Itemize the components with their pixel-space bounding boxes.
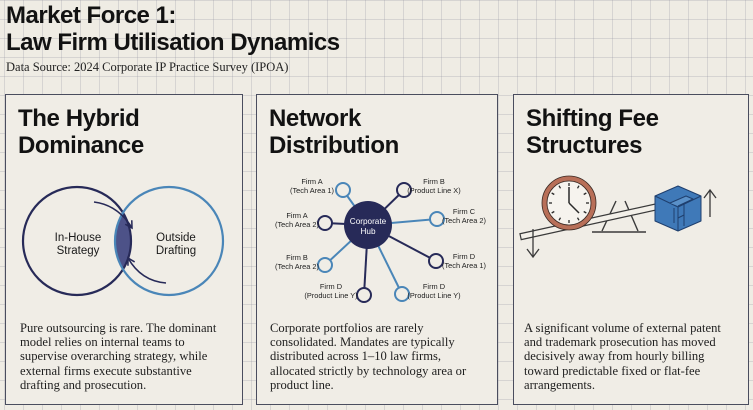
firm-node [317,257,333,273]
panel-body-text: Pure outsourcing is rare. The dominant m… [20,321,234,392]
page-title-line-2: Law Firm Utilisation Dynamics [6,29,340,56]
firm-node-name: Firm D [320,282,342,291]
panel-title-line-1: Network [269,105,361,132]
firm-node [396,182,412,198]
hub-label: Corporate [350,217,387,226]
firm-node [317,215,333,231]
clock-tick [583,192,587,196]
firm-node-name: Firm A [286,211,307,220]
panel-network-distribution: Network Distribution Firm A(Tech Area 1)… [256,94,498,405]
firm-node-area: (Tech Area 1) [442,261,486,270]
page-title-line-1: Market Force 1: [6,2,176,29]
outside-circle [113,185,225,297]
firm-node-area: (Tech Area 2) [275,262,319,271]
panel-title-line-1: The Hybrid [18,105,140,132]
body-line: Pure outsourcing is rare. The dominant [20,321,217,335]
panel-shifting-fee-structures: Shifting Fee Structures [513,94,749,405]
firm-node-name: Firm D [453,252,475,261]
body-line: arrangements. [524,377,595,392]
clock-tick [551,192,555,196]
hub-label-2: Hub [360,227,375,236]
body-line: supervise overarching strategy, while [20,349,208,364]
panel-title: Shifting Fee Structures [526,105,659,159]
arrow-in-icon [93,201,133,230]
venn-left-label: In-House [55,232,102,244]
body-line: toward predictable fixed or flat-fee [524,363,701,378]
body-line: model relies on internal teams to [20,335,185,350]
firm-node-name: Firm B [286,253,308,262]
firm-node-area: (Product Line Y) [304,291,357,300]
firm-node [429,211,445,227]
body-line: A significant volume of external patent [524,321,721,335]
venn-right-label-2: Drafting [156,245,196,257]
cube-icon [654,185,702,232]
clock-tick [583,210,587,214]
venn-left-label-2: Strategy [57,245,100,257]
firm-node [428,253,444,269]
clock-tick [576,217,580,221]
venn-right-label: Outside [156,232,196,244]
panel-title: The Hybrid Dominance [18,105,144,159]
arrow-down-icon [526,229,540,259]
body-line: product line. [270,377,334,392]
clock-tick [558,185,562,189]
panel-title: Network Distribution [269,105,399,159]
seesaw-illustration [519,175,717,259]
firm-node-area: (Tech Area 2) [442,216,486,225]
panel-body-text: A significant volume of external patent … [524,321,740,392]
firm-node-area: (Product Line Y) [407,291,460,300]
body-line: external firms execute substantive [20,363,192,378]
clock-tick [558,217,562,221]
in-house-circle [21,185,133,297]
body-line: Corporate portfolios are rarely [270,321,424,335]
data-source: Data Source: 2024 Corporate IP Practice … [6,60,289,74]
panel-hybrid-dominance: The Hybrid Dominance In-House Strategy O… [5,94,243,405]
firm-node-area: (Tech Area 2) [275,220,319,229]
body-line: distributed across 1–10 law firms, [270,349,442,364]
firm-node-name: Firm A [301,177,322,186]
firm-node-area: (Product Line X) [407,186,460,195]
body-line: allocated strictly by technology area or [270,363,467,378]
corporate-hub [344,201,392,249]
panel-body-text: Corporate portfolios are rarely consolid… [270,321,489,392]
firm-node [335,182,351,198]
panel-title-line-1: Shifting Fee [526,105,659,132]
firm-node [394,286,410,302]
clock-tick [551,210,555,214]
arrow-up-icon [703,188,717,217]
body-line: and trademark prosecution has moved [524,335,716,350]
venn-diagram: In-House Strategy Outside Drafting [21,185,225,297]
network-diagram: Firm A(Tech Area 1)Firm B(Product Line X… [275,177,486,303]
firm-node-area: (Tech Area 1) [290,186,334,195]
body-line: drafting and prosecution. [20,377,147,392]
clock-tick [576,185,580,189]
firm-node [356,287,372,303]
firm-node-name: Firm B [423,177,445,186]
body-line: consolidated. Mandates are typically [270,335,455,350]
panel-title-line-2: Dominance [18,132,144,159]
firm-node-name: Firm D [423,282,445,291]
arrow-out-icon [127,256,167,284]
page-title: Market Force 1: Law Firm Utilisation Dyn… [6,2,340,56]
firm-node-name: Firm C [453,207,476,216]
panel-title-line-2: Distribution [269,132,399,159]
clock-icon [541,175,597,231]
panel-title-line-2: Structures [526,132,643,159]
body-line: decisively away from hourly billing [524,349,705,364]
